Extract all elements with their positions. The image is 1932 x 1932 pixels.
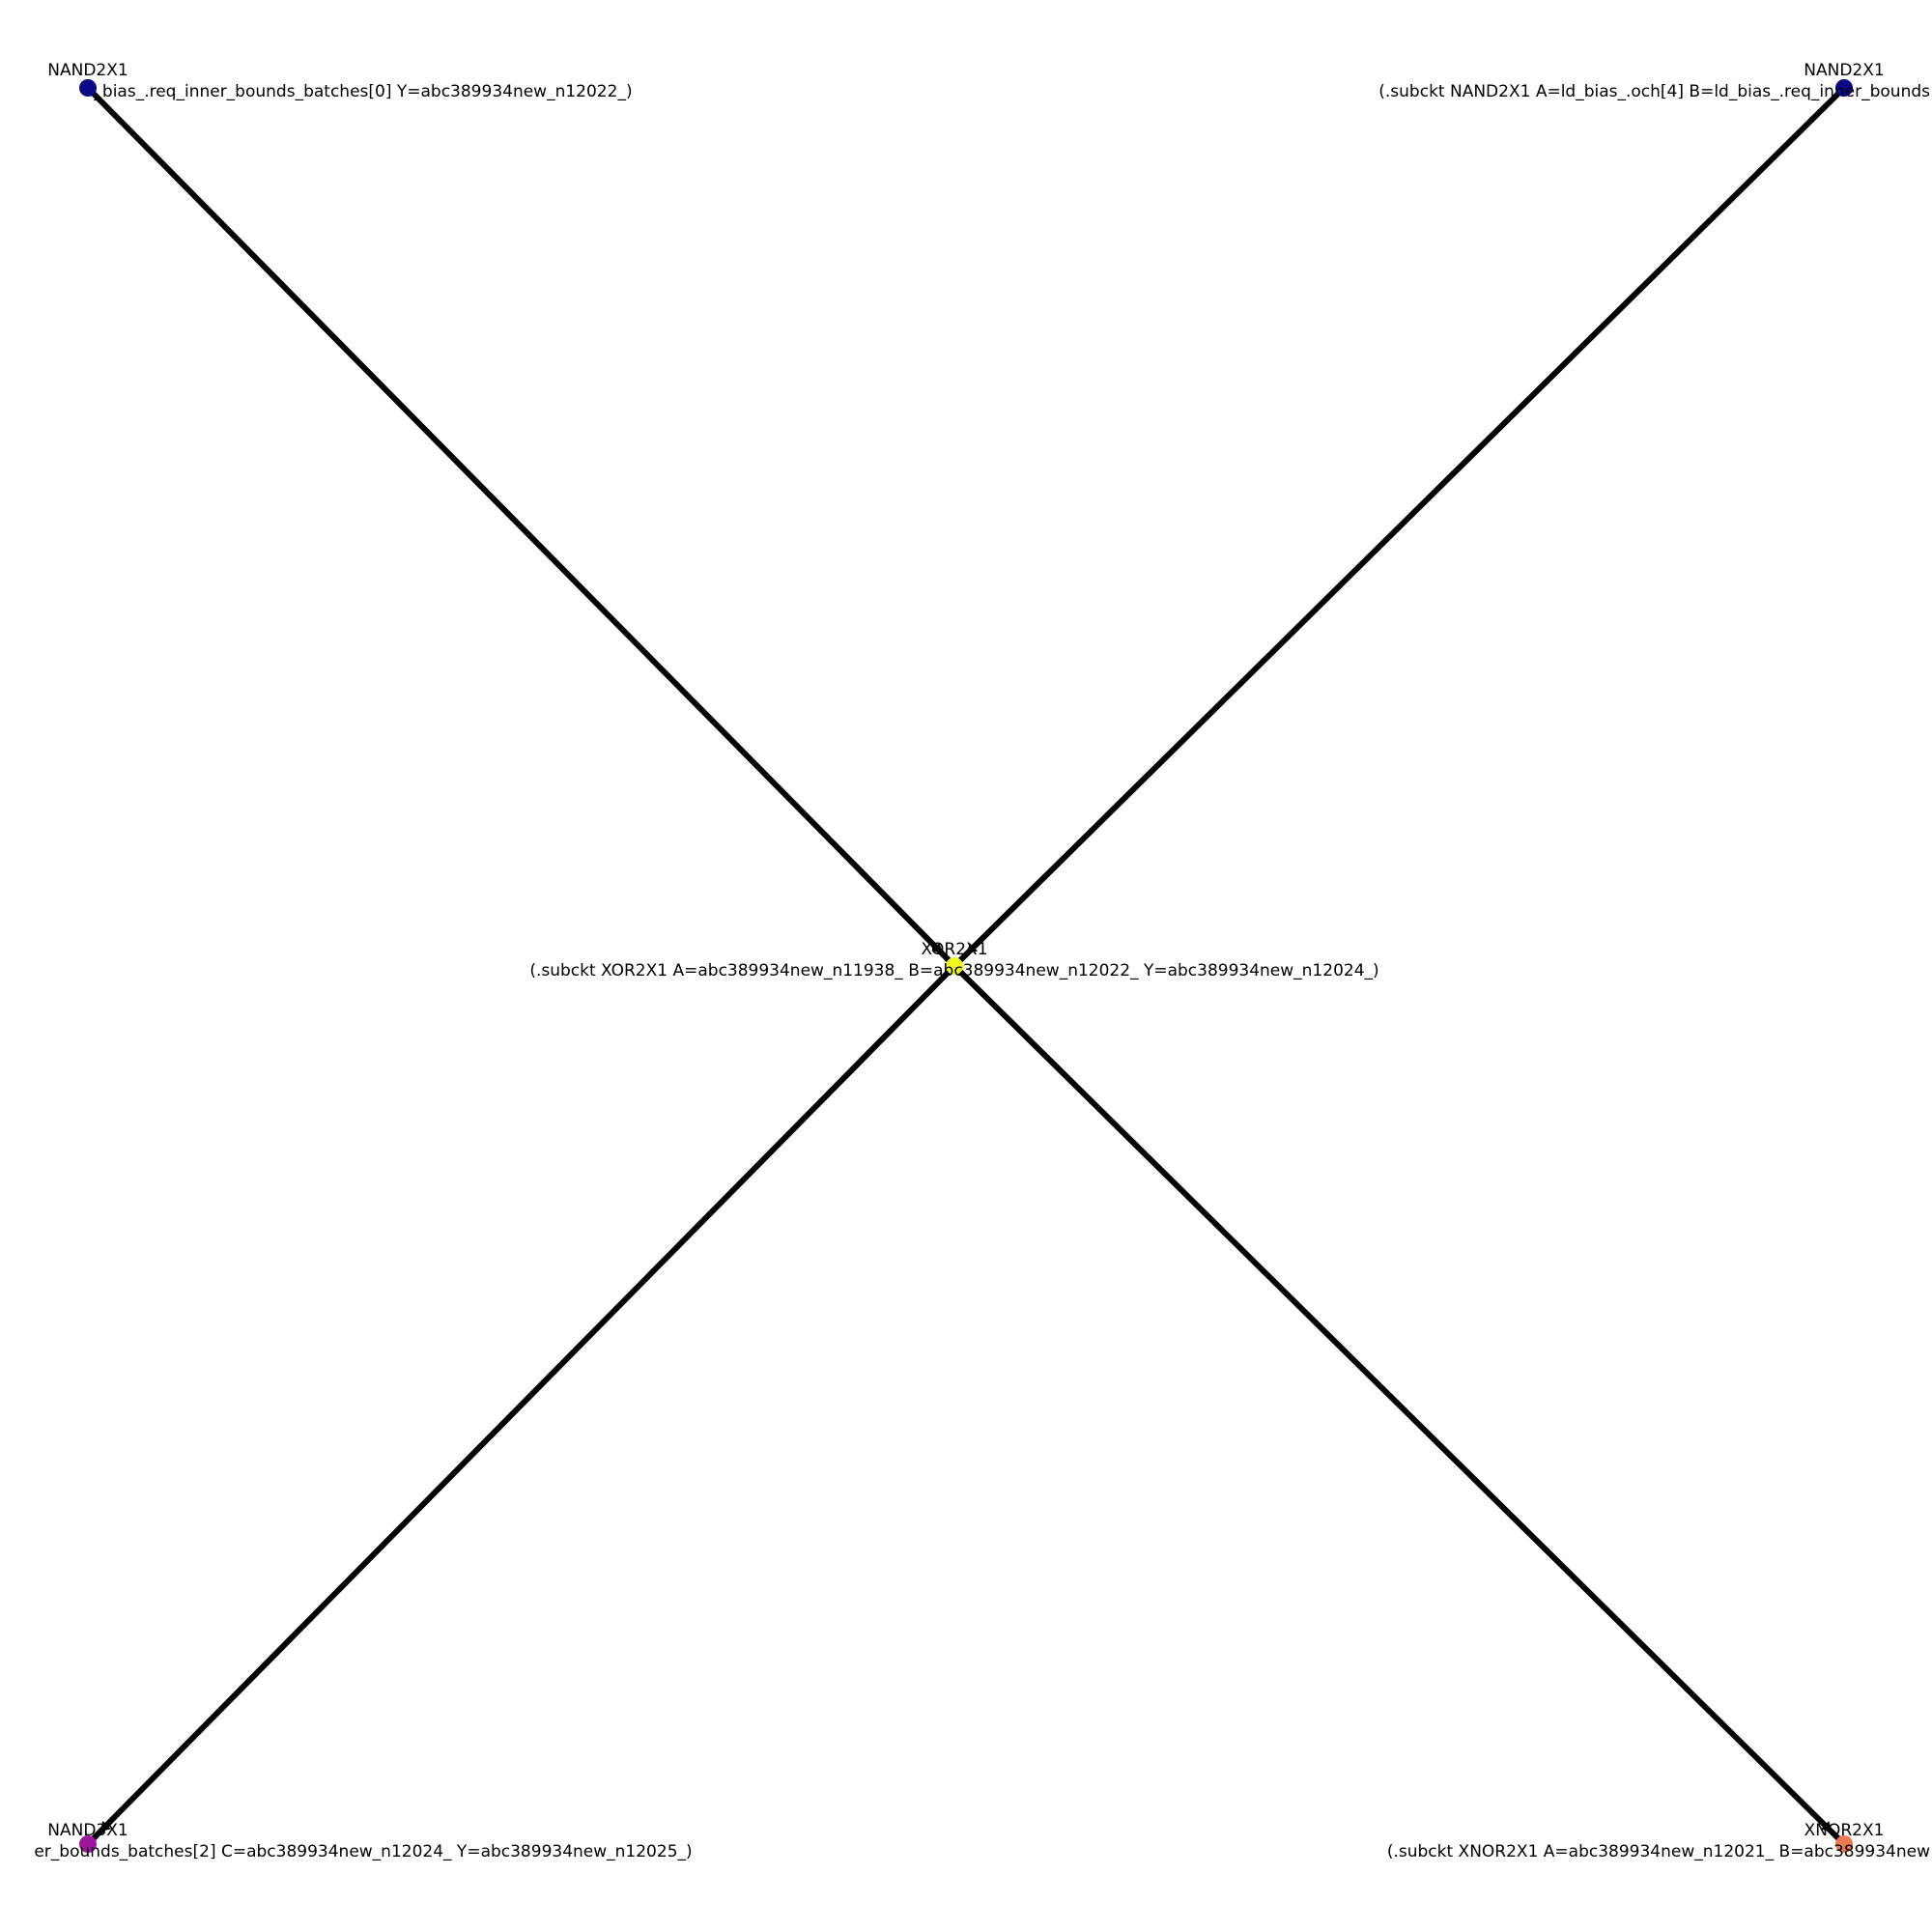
edges-layer — [85, 85, 1847, 1847]
node-nand-top-left — [79, 79, 97, 97]
node-title-nand-bottom-left: NAND3X1 — [47, 1821, 128, 1840]
edge-arrowhead-xor-center — [966, 943, 979, 954]
edge-xor-center-to-nand-bottom-left — [85, 963, 957, 1847]
node-label-nand-bottom-left: er_bounds_batches[2] C=abc389934new_n120… — [34, 1842, 692, 1861]
node-xor-center — [946, 957, 963, 975]
node-title-xor-center: XOR2X1 — [921, 940, 987, 959]
node-xnor-bottom-right — [1835, 1835, 1853, 1853]
edge-nand-top-right-to-xor-center — [952, 85, 1847, 969]
edge-arrowhead-xnor-bottom-right — [1820, 1821, 1833, 1833]
node-label-nand-top-right: (.subckt NAND2X1 A=ld_bias_.och[4] B=ld_… — [1378, 82, 1930, 101]
labels-layer: NAND2X1 _bias_.req_inner_bounds_batches[0… — [34, 61, 1930, 1861]
edge-arrowhead-nand-bottom-left — [99, 1820, 111, 1833]
node-nand-top-right — [1835, 79, 1853, 97]
nodes-layer — [79, 79, 1853, 1853]
node-title-nand-top-left: NAND2X1 — [47, 61, 128, 80]
node-label-xnor-bottom-right: (.subckt XNOR2X1 A=abc389934new_n12021_ … — [1387, 1842, 1930, 1861]
node-label-xor-center: (.subckt XOR2X1 A=abc389934new_n11938_ B… — [529, 961, 1378, 980]
node-title-nand-top-right: NAND2X1 — [1804, 61, 1884, 80]
node-label-nand-top-left: _bias_.req_inner_bounds_batches[0] Y=abc… — [93, 82, 632, 101]
edge-nand-top-left-to-xor-center — [85, 85, 957, 969]
node-nand-bottom-left — [79, 1835, 97, 1853]
edge-arrowhead-xor-center — [931, 942, 943, 954]
node-title-xnor-bottom-right: XNOR2X1 — [1804, 1821, 1885, 1840]
edge-xor-center-to-xnor-bottom-right — [952, 963, 1847, 1847]
